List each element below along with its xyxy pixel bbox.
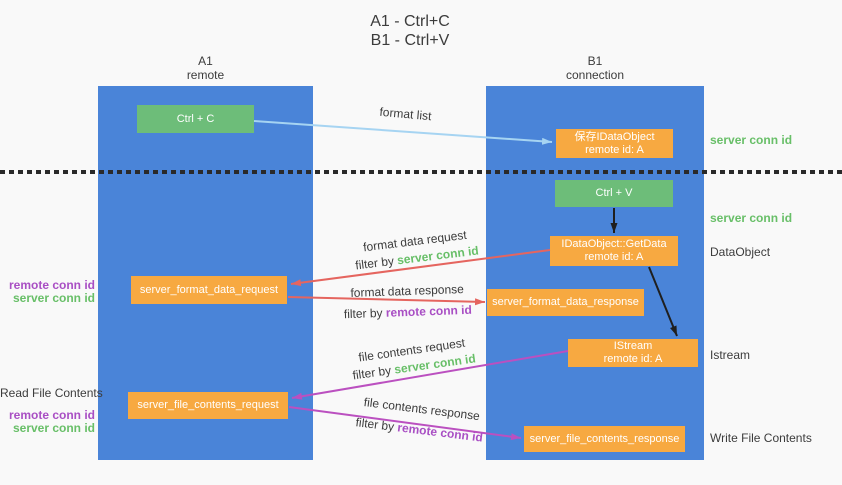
filter-by-text: filter by: [343, 305, 383, 322]
save-dataobject-line1: 保存IDataObject: [574, 130, 655, 143]
arrow-format-data-request: [290, 249, 551, 287]
arrow-getdata-to-istream: [648, 266, 678, 337]
column-a-role: remote: [186, 68, 225, 82]
arrow-file-contents-request: [291, 350, 569, 400]
arrow-format-list: [253, 120, 553, 145]
server-format-data-request-label: server_format_data_request: [139, 283, 279, 296]
dataobject-label: DataObject: [710, 245, 771, 259]
server-format-data-response-label: server_format_data_response: [492, 296, 639, 308]
filter-by-text: filter by: [354, 253, 395, 273]
remote-conn-id-text: remote conn id: [385, 302, 473, 320]
server-format-data-request-box: server_format_data_request: [131, 276, 287, 304]
istream-box: IStream remote id: A: [568, 339, 698, 367]
server-conn-id-label-mid: server conn id: [710, 211, 793, 225]
server-file-contents-request-label: server_file_contents_request: [137, 399, 279, 411]
server-conn-id-label-top: server conn id: [710, 133, 793, 147]
idataobject-getdata-line1: IDataObject::GetData: [561, 238, 667, 250]
idataobject-getdata-line2: remote id: A: [584, 251, 644, 263]
column-a-name: A1: [198, 54, 213, 68]
remote-conn-id-label: remote conn id: [8, 278, 95, 292]
ctrl-v-label: Ctrl + V: [595, 187, 633, 199]
column-b-name: B1: [587, 54, 603, 68]
left-conn-id-labels-bottom: remote conn id server conn id: [0, 409, 95, 435]
title-line-1: A1 - Ctrl+C: [370, 13, 450, 30]
filter-by-text: filter by: [351, 363, 392, 383]
server-file-contents-response-label: server_file_contents_response: [529, 432, 680, 445]
save-dataobject-line2: remote id: A: [585, 143, 644, 156]
idataobject-getdata-box: IDataObject::GetData remote id: A: [550, 236, 678, 266]
ctrl-c-label: Ctrl + C: [176, 112, 215, 125]
arrow-format-data-response: [287, 296, 486, 306]
read-file-contents-label: Read File Contents: [0, 386, 103, 400]
title-line-2: B1 - Ctrl+V: [370, 32, 450, 49]
server-conn-id-label: server conn id: [12, 421, 95, 435]
filter-by-text: filter by: [354, 415, 395, 434]
ctrl-v-box: Ctrl + V: [555, 180, 673, 207]
server-file-contents-request-box: server_file_contents_request: [128, 392, 288, 419]
istream-line2: remote id: A: [603, 353, 663, 365]
server-conn-id-label: server conn id: [12, 291, 95, 305]
format-data-response-note: format data response filter by remote co…: [334, 278, 480, 325]
column-b-header: B1 connection: [486, 54, 704, 82]
diagram-title: A1 - Ctrl+C B1 - Ctrl+V: [0, 12, 820, 50]
server-file-contents-response-box: server_file_contents_response: [524, 426, 685, 452]
left-conn-id-labels-top: remote conn id server conn id: [0, 279, 95, 305]
remote-conn-id-label: remote conn id: [8, 408, 95, 422]
session-divider-line: [0, 170, 842, 174]
ctrl-c-box: Ctrl + C: [137, 105, 254, 133]
column-b-role: connection: [565, 68, 625, 82]
column-a-header: A1 remote: [98, 54, 313, 82]
istream-label: Istream: [710, 348, 751, 362]
server-format-data-response-box: server_format_data_response: [487, 289, 644, 316]
istream-line1: IStream: [613, 340, 653, 352]
write-file-contents-label: Write File Contents: [710, 431, 812, 445]
save-dataobject-box: 保存IDataObject remote id: A: [556, 129, 673, 158]
arrow-file-contents-response: [288, 406, 522, 441]
